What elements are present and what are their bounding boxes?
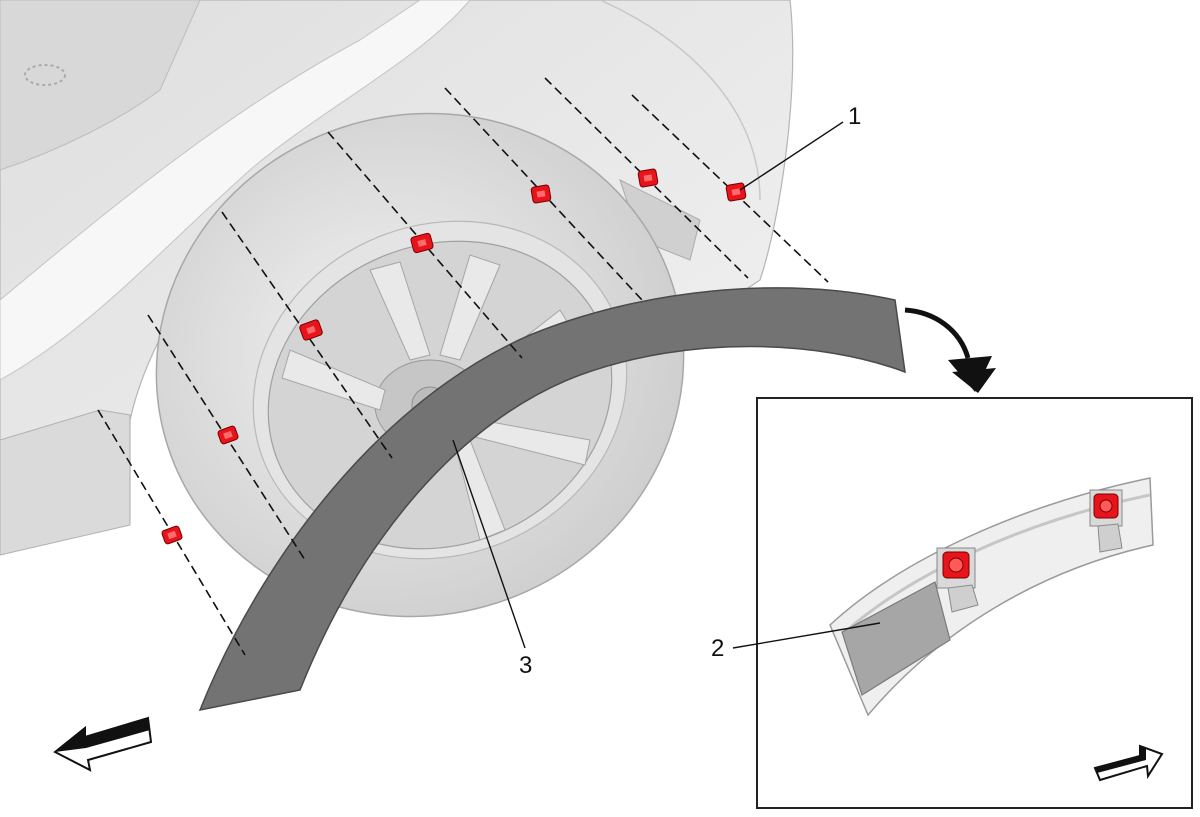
retainer-clip [299, 319, 323, 341]
retainer-clip [1093, 493, 1119, 519]
arrow-right-icon [1093, 744, 1164, 782]
callout-1-leader [739, 121, 844, 191]
retainer-clip [410, 232, 434, 254]
retainer-clip [637, 168, 659, 188]
callout-2-leader [732, 622, 881, 649]
callout-3-leader [452, 439, 526, 649]
curved-arrow-icon [904, 307, 996, 393]
callout-1: 1 [848, 103, 861, 130]
retainer-clips [161, 168, 747, 545]
wheel-house-liner [198, 287, 906, 712]
detail-view: 2 [711, 397, 1193, 809]
callout-2: 2 [711, 635, 724, 662]
clip-mount [936, 547, 979, 613]
callout-3: 3 [519, 652, 532, 679]
retainer-clip [217, 425, 239, 445]
clip-mount [1089, 489, 1123, 553]
retainer-clip [161, 525, 183, 545]
retainer-clip [942, 551, 970, 579]
retainer-clip [530, 184, 552, 204]
retainer-clip [725, 182, 747, 202]
arrow-left-icon [53, 716, 153, 772]
seal-pad [841, 581, 951, 696]
